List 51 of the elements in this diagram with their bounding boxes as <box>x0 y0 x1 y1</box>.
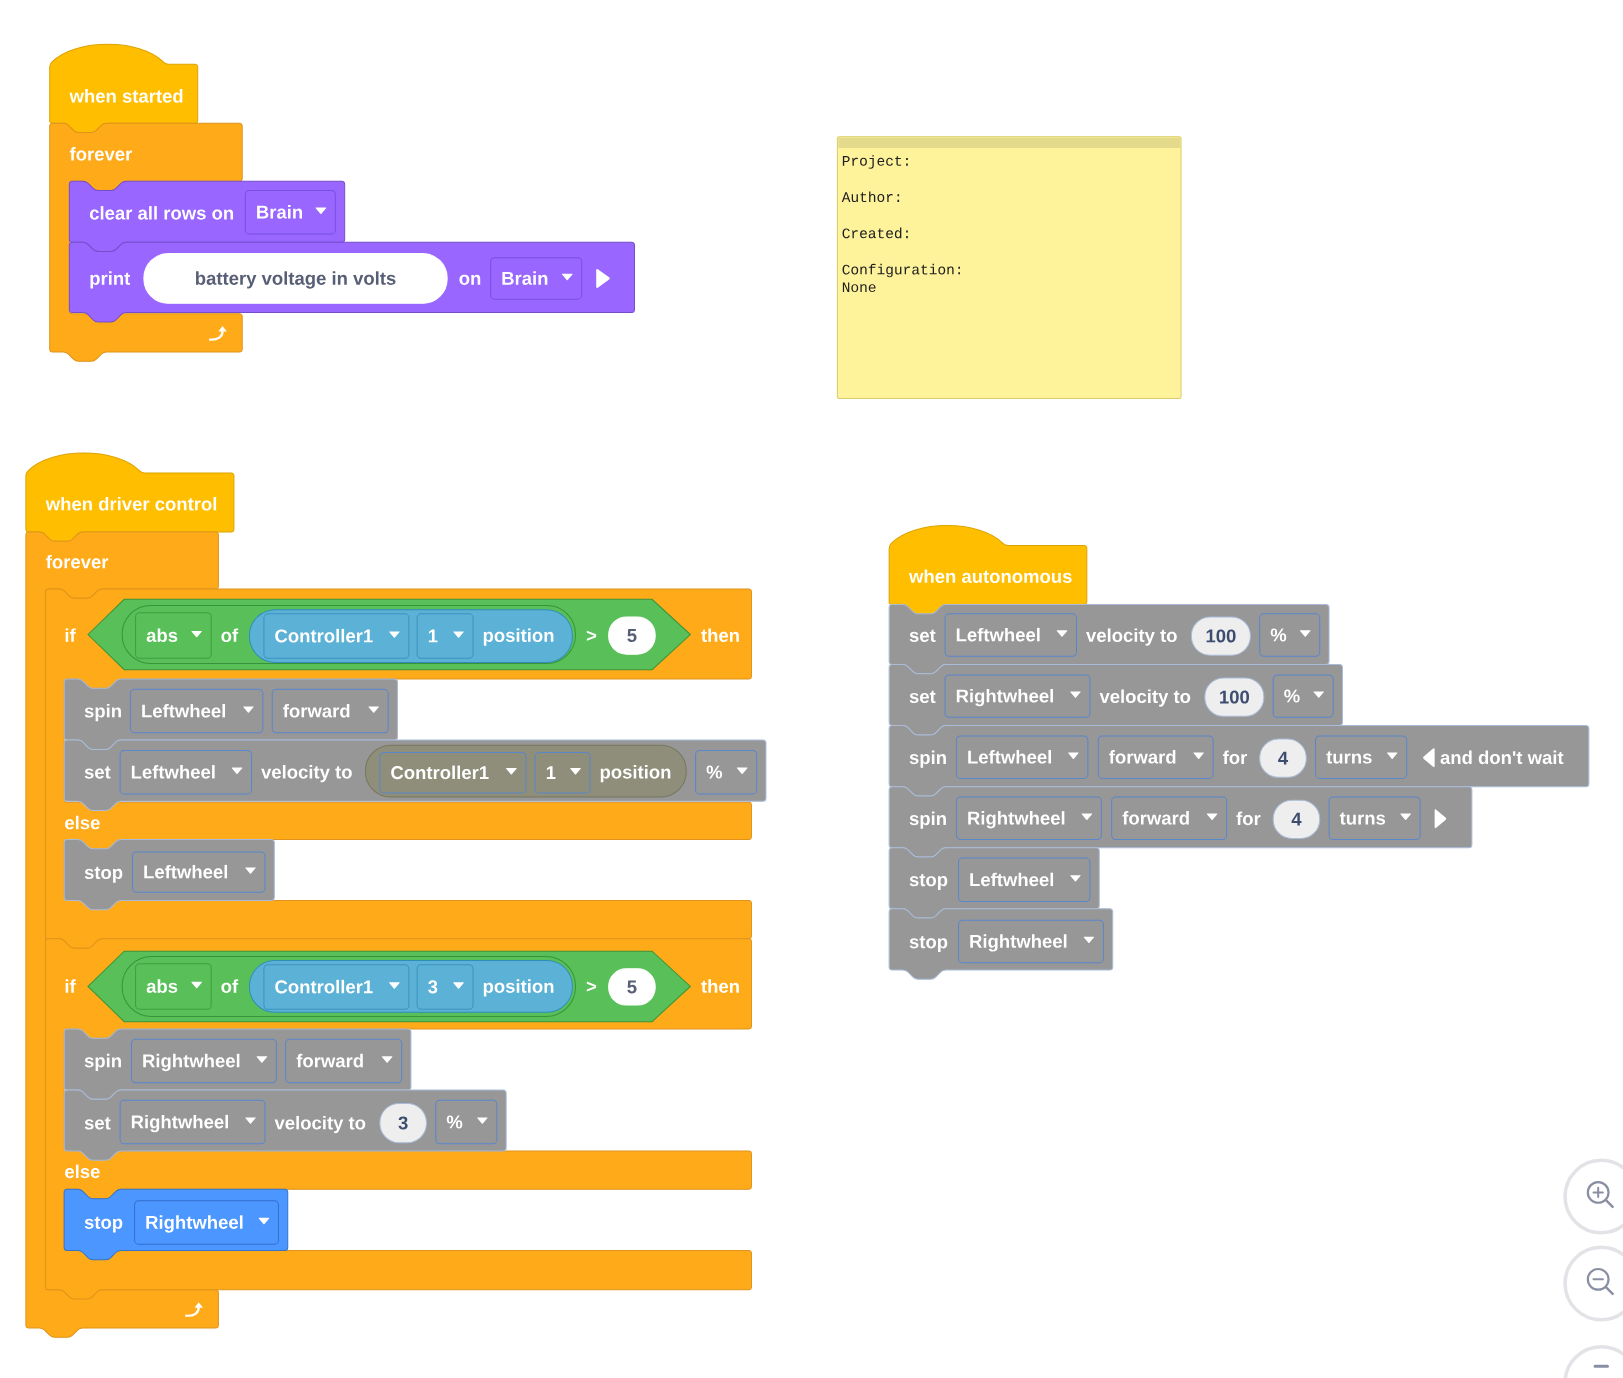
dropdown: forward <box>271 688 389 734</box>
input-field: 4 <box>1259 738 1307 778</box>
node-label: print <box>90 271 131 289</box>
dropdown: abs <box>135 612 212 659</box>
dropdown: forward <box>1111 796 1228 840</box>
node-label: for <box>1236 811 1261 826</box>
input-field: 5 <box>608 616 656 655</box>
node-label: for <box>1222 750 1248 765</box>
dropdown: Controller1 <box>263 964 410 1010</box>
node-label: spin <box>909 811 946 829</box>
input-field: 4 <box>1272 799 1321 839</box>
dropdown: % <box>1272 674 1334 718</box>
node-label: and don't wait <box>1440 750 1564 765</box>
dropdown: % <box>1259 613 1321 657</box>
dropdown: Controller1 <box>379 752 527 794</box>
dropdown: Rightwheel <box>119 1099 266 1145</box>
dropdown: turns <box>1315 735 1408 779</box>
dropdown: forward <box>1097 735 1214 779</box>
dropdown: Leftwheel <box>944 613 1077 657</box>
dropdown: Brain <box>490 257 583 300</box>
dropdown: Leftwheel <box>132 851 266 893</box>
dropdown: Leftwheel <box>955 735 1089 779</box>
dropdown: abs <box>135 963 212 1010</box>
dropdown: % <box>695 749 758 795</box>
dropdown: Rightwheel <box>134 1200 279 1245</box>
dropdown: 1 <box>534 752 591 794</box>
dropdown: forward <box>285 1038 403 1084</box>
dropdown: Leftwheel <box>119 749 253 795</box>
dropdown: Rightwheel <box>944 674 1091 718</box>
node-label: on <box>459 274 481 285</box>
dropdown: 1 <box>416 613 474 659</box>
dropdown: 3 <box>416 964 474 1010</box>
hat-block: when started <box>49 43 199 133</box>
input-field: battery voltage in volts <box>143 253 448 304</box>
hat-block: when autonomous <box>888 525 1088 615</box>
dropdown: Controller1 <box>263 613 410 659</box>
dropdown: Rightwheel <box>955 796 1102 840</box>
dropdown: Leftwheel <box>958 857 1091 903</box>
dropdown: Rightwheel <box>958 919 1104 964</box>
dropdown: % <box>435 1099 498 1145</box>
input-field: 100 <box>1190 616 1251 656</box>
input-field: 5 <box>608 968 656 1006</box>
input-field: 100 <box>1204 677 1265 717</box>
note: Project: Author: Created: Configuration: None <box>836 136 1182 399</box>
dropdown: Rightwheel <box>130 1038 277 1084</box>
input-field: 3 <box>379 1102 427 1144</box>
dropdown: turns <box>1328 796 1421 840</box>
dropdown: Leftwheel <box>129 688 264 734</box>
dropdown: Brain <box>244 189 336 235</box>
node-label: spin <box>909 750 946 768</box>
hat-block: when driver control <box>25 452 235 542</box>
